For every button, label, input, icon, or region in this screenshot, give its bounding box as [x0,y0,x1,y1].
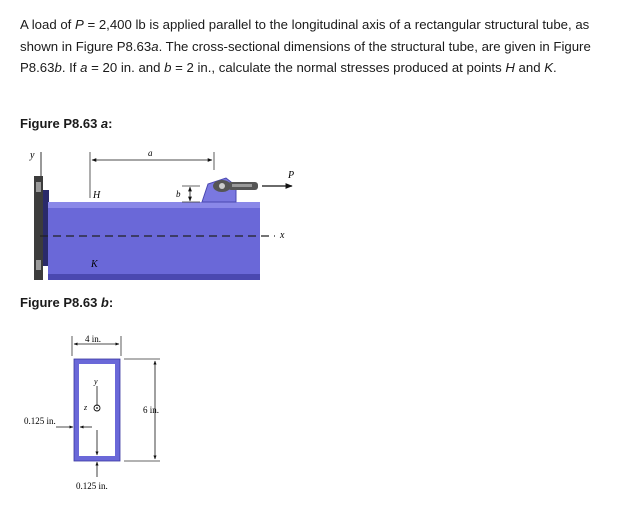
centroid-icon [93,404,101,412]
text: = 2 in., calculate the normal stresses p… [171,60,506,75]
dimension-a-label: a [148,148,153,158]
height-label: 6 in. [143,405,159,415]
text: = 20 in. and [87,60,165,75]
symbol-h: H [505,60,515,75]
dimension-b-label: b [176,189,181,199]
symbol-k: K [544,60,554,75]
width-label: 4 in. [85,334,101,344]
figure-b-label: Figure P8.63 b: [20,295,114,310]
figure-b-diagram: 4 in. y z 6 in. 0.125 in. 0.125 in. [24,334,160,491]
y-axis-label: y [93,377,98,386]
bolt-icon [36,260,41,270]
text: . If [61,60,81,75]
x-axis-label: x [279,230,285,241]
point-k-label: K [90,259,99,270]
y-axis-label: y [29,150,35,161]
point-h-label: H [92,190,101,201]
figure-suffix: b [54,60,62,75]
load-label: P [287,170,294,181]
text: and [514,60,545,75]
wall-left-label: 0.125 in. [24,416,56,426]
tube-body [48,202,260,280]
text: . [553,60,557,75]
symbol-b: b [164,60,172,75]
text: A load of [20,17,75,32]
symbol-a: a [80,60,88,75]
figure-suffix: a [151,38,159,54]
wall-bottom-label: 0.125 in. [76,481,108,491]
figure-a-label: Figure P8.63 a: [20,116,113,131]
wall-support [34,176,43,280]
z-axis-label: z [83,403,88,412]
text: = 2,400 lb is applied parallel to the lo… [20,17,590,54]
problem-statement: A load of P = 2,400 lb is applied parall… [20,14,626,79]
text: . The cross-sectional dimensions of the … [20,38,591,76]
bolt-icon [36,182,41,192]
symbol-p: P [75,17,84,32]
figure-a-diagram: y P x a b H K [29,148,294,280]
